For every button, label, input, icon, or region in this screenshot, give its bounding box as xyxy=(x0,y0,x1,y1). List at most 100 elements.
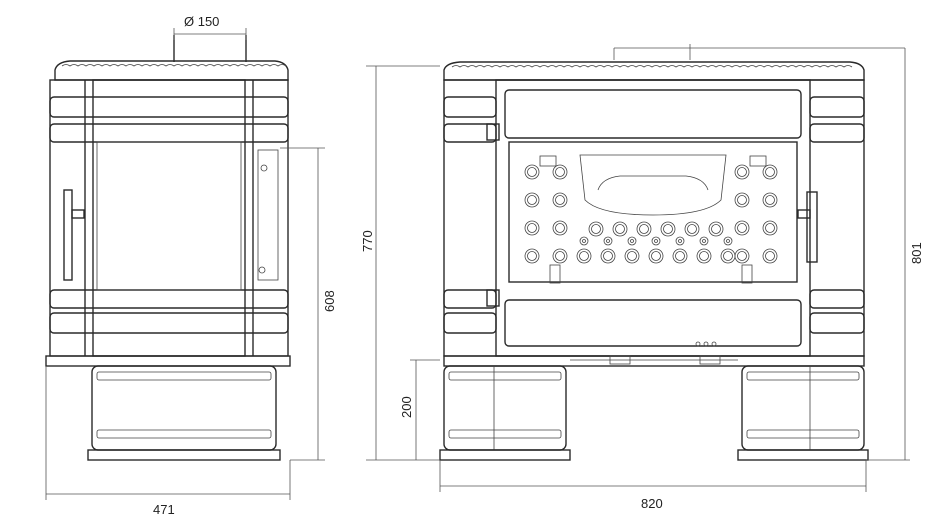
hinge-bottom[interactable] xyxy=(486,289,500,307)
side-view xyxy=(45,35,291,461)
air-hole-inner xyxy=(654,239,658,243)
air-hole-inner xyxy=(555,223,565,233)
air-hole-inner xyxy=(699,251,709,261)
air-hole xyxy=(660,221,676,237)
air-hole xyxy=(762,220,778,236)
air-hole-grid xyxy=(524,164,778,264)
air-hole-inner xyxy=(630,239,634,243)
air-hole xyxy=(699,236,709,246)
side-base xyxy=(91,365,277,451)
firebox-arch xyxy=(579,154,727,216)
air-hole-inner xyxy=(737,223,747,233)
front-door-handle[interactable] xyxy=(806,191,818,263)
air-hole xyxy=(675,236,685,246)
air-hole-inner xyxy=(627,251,637,261)
air-hole xyxy=(720,248,736,264)
air-hole xyxy=(696,248,712,264)
dim-side-height: 608 xyxy=(322,290,337,312)
air-hole-inner xyxy=(711,224,721,234)
air-hole xyxy=(576,248,592,264)
air-hole-inner xyxy=(527,251,537,261)
flue-pipe xyxy=(173,35,247,62)
air-hole-inner xyxy=(527,195,537,205)
air-hole xyxy=(723,236,733,246)
air-hole xyxy=(627,236,637,246)
dim-side-width: 471 xyxy=(153,502,175,517)
air-hole-inner xyxy=(687,224,697,234)
air-hole xyxy=(672,248,688,264)
air-hole xyxy=(684,221,700,237)
air-hole xyxy=(552,192,568,208)
front-base-plate xyxy=(443,355,865,367)
air-hole-inner xyxy=(765,251,775,261)
air-hole xyxy=(588,221,604,237)
side-door-inner xyxy=(96,141,242,291)
side-base-plate xyxy=(45,355,291,367)
air-hole-inner xyxy=(606,239,610,243)
air-hole-inner xyxy=(555,251,565,261)
air-hole xyxy=(612,221,628,237)
air-hole xyxy=(524,248,540,264)
air-hole xyxy=(708,221,724,237)
dim-leg-height: 200 xyxy=(399,396,414,418)
air-hole-inner xyxy=(765,167,775,177)
air-hole xyxy=(603,236,613,246)
air-hole xyxy=(624,248,640,264)
front-leg-right xyxy=(737,365,869,461)
air-hole-inner xyxy=(615,224,625,234)
air-hole-inner xyxy=(737,195,747,205)
air-hole-inner xyxy=(723,251,733,261)
air-hole-inner xyxy=(651,251,661,261)
air-hole-inner xyxy=(582,239,586,243)
air-hole xyxy=(579,236,589,246)
air-hole-inner xyxy=(639,224,649,234)
front-top-rim xyxy=(443,61,865,81)
air-hole-inner xyxy=(663,224,673,234)
side-dimensions: Ø 150 471 608 xyxy=(45,14,337,517)
dim-front-width: 820 xyxy=(641,496,663,511)
air-hole xyxy=(734,220,750,236)
air-hole xyxy=(552,220,568,236)
front-view xyxy=(439,61,869,461)
air-hole xyxy=(552,164,568,180)
air-hole xyxy=(762,248,778,264)
air-hole-inner xyxy=(591,224,601,234)
dim-front-overall-height: 801 xyxy=(909,242,924,264)
air-hole xyxy=(636,221,652,237)
side-door-panel xyxy=(92,79,246,357)
air-hole-inner xyxy=(555,195,565,205)
air-hole xyxy=(734,164,750,180)
side-top-rim-beads xyxy=(61,64,287,67)
air-hole xyxy=(600,248,616,264)
front-door-frame xyxy=(495,79,811,357)
dim-front-total-height: 770 xyxy=(360,230,375,252)
air-hole-inner xyxy=(603,251,613,261)
air-hole-inner xyxy=(555,167,565,177)
air-hole xyxy=(552,248,568,264)
air-hole-inner xyxy=(702,239,706,243)
air-hole xyxy=(524,192,540,208)
side-top-rim xyxy=(54,60,289,81)
air-hole xyxy=(524,164,540,180)
air-hole xyxy=(524,220,540,236)
side-handle xyxy=(63,189,73,281)
dim-flue-diameter: Ø 150 xyxy=(184,14,219,29)
air-hole-inner xyxy=(737,251,747,261)
air-hole xyxy=(762,192,778,208)
air-hole xyxy=(648,248,664,264)
air-hole-inner xyxy=(678,239,682,243)
front-leg-left xyxy=(439,365,571,461)
air-hole xyxy=(762,164,778,180)
air-hole-inner xyxy=(579,251,589,261)
control-dots[interactable] xyxy=(695,341,717,347)
air-hole-inner xyxy=(527,167,537,177)
front-glass-window xyxy=(508,141,798,283)
hinge-top[interactable] xyxy=(486,123,500,141)
air-hole-inner xyxy=(726,239,730,243)
air-hole-inner xyxy=(765,195,775,205)
air-hole xyxy=(734,192,750,208)
air-hole-inner xyxy=(527,223,537,233)
air-hole-inner xyxy=(675,251,685,261)
air-hole-inner xyxy=(765,223,775,233)
